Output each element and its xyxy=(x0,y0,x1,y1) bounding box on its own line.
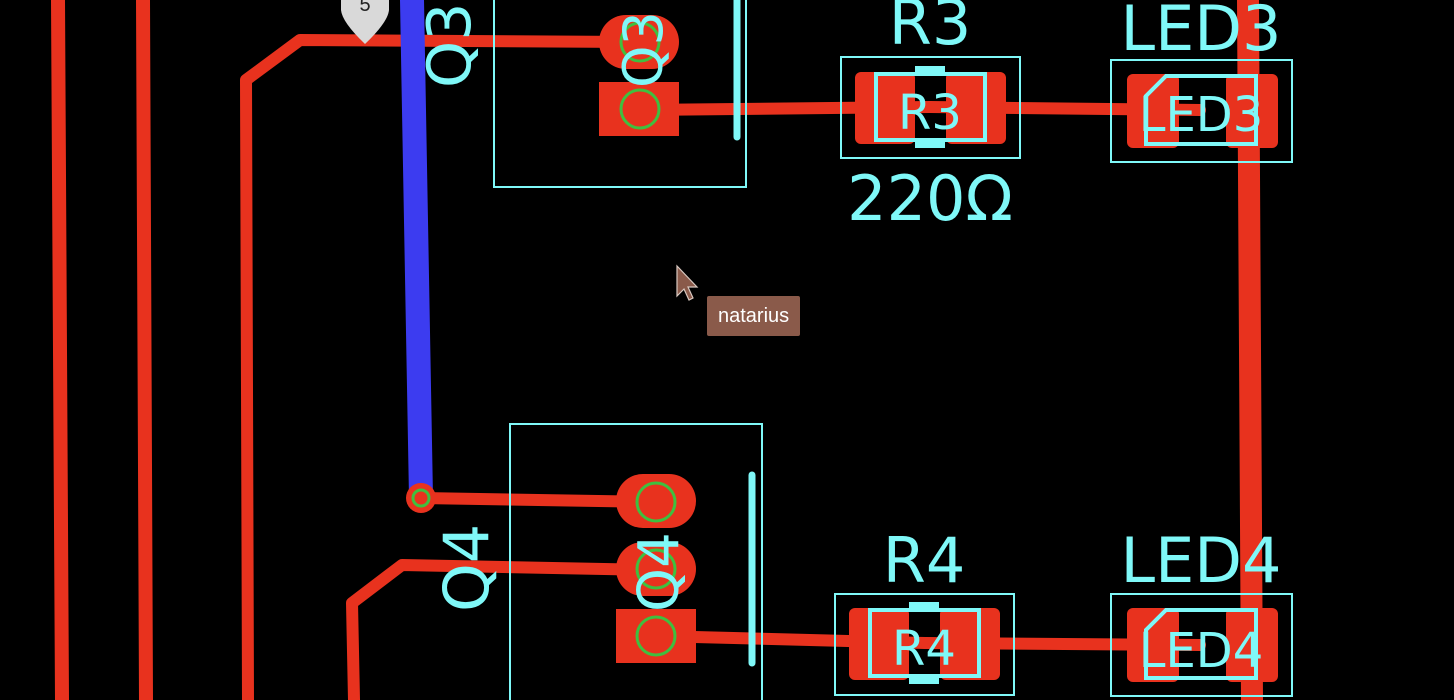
component-led4[interactable]: LED4 LED4 xyxy=(1110,524,1293,697)
marker-pin-label: 5 xyxy=(359,0,370,16)
trace-q3-base[interactable] xyxy=(240,34,646,700)
component-q3[interactable]: Q3 Q3 xyxy=(415,0,747,188)
component-led3[interactable]: LED3 LED3 xyxy=(1110,0,1293,163)
marker-pin[interactable]: 5 xyxy=(341,0,389,44)
led4-body xyxy=(1144,608,1258,680)
component-r3[interactable]: R3 R3 220Ω xyxy=(840,0,1021,235)
component-r4[interactable]: R4 R4 xyxy=(834,524,1015,696)
led4-pad-1[interactable] xyxy=(1127,608,1179,682)
r3-designator: R3 xyxy=(889,0,972,59)
q4-silk-outline xyxy=(509,423,763,700)
led4-designator: LED4 xyxy=(1121,524,1282,597)
trace-q4-base[interactable] xyxy=(346,559,661,700)
q3-drill-1 xyxy=(619,21,661,63)
marker-pin-icon xyxy=(341,0,389,44)
r4-pad-1[interactable] xyxy=(849,608,909,680)
r3-body-notch-top xyxy=(915,66,945,74)
q4-drill-1 xyxy=(635,481,677,523)
q4-designator: Q4 xyxy=(430,524,503,612)
q4-pad-label: Q4 xyxy=(627,532,692,612)
trace-left-2[interactable] xyxy=(136,0,153,700)
led3-body xyxy=(1144,74,1258,146)
q3-designator: Q3 xyxy=(415,3,485,88)
q3-silk-outline xyxy=(493,0,747,188)
r4-body-notch-top xyxy=(909,602,939,610)
q3-pad-label: Q3 xyxy=(612,11,675,88)
q4-pad-2[interactable] xyxy=(616,542,696,596)
q3-drill-2 xyxy=(619,88,661,130)
r3-body-notch-bottom xyxy=(915,140,945,148)
r3-body-label: R3 xyxy=(898,85,962,141)
r4-body-notch-bottom xyxy=(909,676,939,684)
led3-pad-1[interactable] xyxy=(1127,74,1179,148)
r4-body-label: R4 xyxy=(892,621,956,677)
led4-pad-2[interactable] xyxy=(1226,608,1278,682)
r3-silk-outline xyxy=(840,56,1021,159)
r3-value: 220Ω xyxy=(847,162,1013,235)
trace-via-q4[interactable] xyxy=(415,492,661,508)
q4-pad-1[interactable] xyxy=(616,474,696,528)
q4-drill-2 xyxy=(635,548,677,590)
led4-body-label: LED4 xyxy=(1139,623,1264,679)
led3-body-label: LED3 xyxy=(1139,87,1264,143)
led3-silk-outline xyxy=(1110,59,1293,163)
q3-pad-1[interactable] xyxy=(599,15,679,69)
component-q4[interactable]: Q4 Q4 xyxy=(430,423,763,700)
collaborator-name-tag: natarius xyxy=(707,296,801,336)
led3-designator: LED3 xyxy=(1121,0,1282,65)
led4-silk-outline xyxy=(1110,593,1293,697)
q4-drill-3 xyxy=(635,615,677,657)
trace-bottom-layer[interactable] xyxy=(400,0,433,510)
r4-designator: R4 xyxy=(883,524,966,597)
r4-pad-2[interactable] xyxy=(940,608,1000,680)
led3-pad-2[interactable] xyxy=(1226,74,1278,148)
r3-pad-1[interactable] xyxy=(855,72,915,144)
pointer-arrow-icon xyxy=(676,264,699,301)
r3-pad-2[interactable] xyxy=(946,72,1006,144)
r4-silk-outline xyxy=(834,593,1015,696)
via[interactable] xyxy=(406,483,436,513)
trace-left-1[interactable] xyxy=(51,0,69,700)
